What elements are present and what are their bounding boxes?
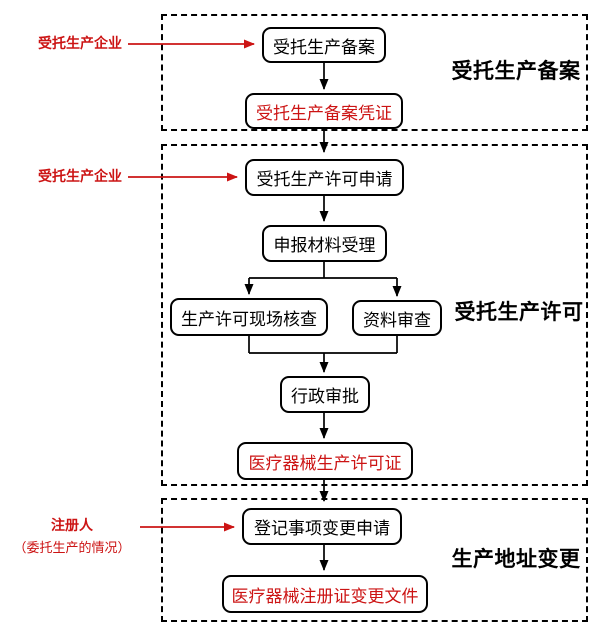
node-filing-certificate: 受托生产备案凭证 bbox=[245, 93, 403, 129]
actor-label-registrant: 注册人 （委托生产的情况） bbox=[4, 518, 140, 556]
node-license-application: 受托生产许可申请 bbox=[245, 159, 404, 196]
node-administrative-approval: 行政审批 bbox=[280, 376, 370, 413]
section-title-entrusted-filing: 受托生产备案 bbox=[451, 60, 581, 83]
node-change-document: 医疗器械注册证变更文件 bbox=[222, 575, 428, 613]
node-production-license: 医疗器械生产许可证 bbox=[237, 442, 413, 480]
node-change-application: 登记事项变更申请 bbox=[242, 508, 402, 545]
section-box-entrusted-license bbox=[161, 144, 588, 486]
section-box-address-change bbox=[161, 498, 588, 622]
node-onsite-inspection: 生产许可现场核查 bbox=[170, 298, 328, 336]
node-material-acceptance: 申报材料受理 bbox=[262, 225, 387, 262]
actor-label-entrusted-manufacturer-2: 受托生产企业 bbox=[38, 170, 122, 185]
node-entrusted-filing: 受托生产备案 bbox=[262, 27, 386, 63]
section-box-entrusted-filing bbox=[161, 14, 588, 131]
section-title-address-change: 生产地址变更 bbox=[451, 548, 581, 571]
actor-label-registrant-name: 注册人 bbox=[51, 519, 93, 534]
actor-label-registrant-note: （委托生产的情况） bbox=[13, 540, 131, 555]
node-document-review: 资料审查 bbox=[352, 300, 442, 336]
actor-label-entrusted-manufacturer-1: 受托生产企业 bbox=[38, 37, 122, 52]
section-title-entrusted-license: 受托生产许可 bbox=[454, 301, 584, 324]
